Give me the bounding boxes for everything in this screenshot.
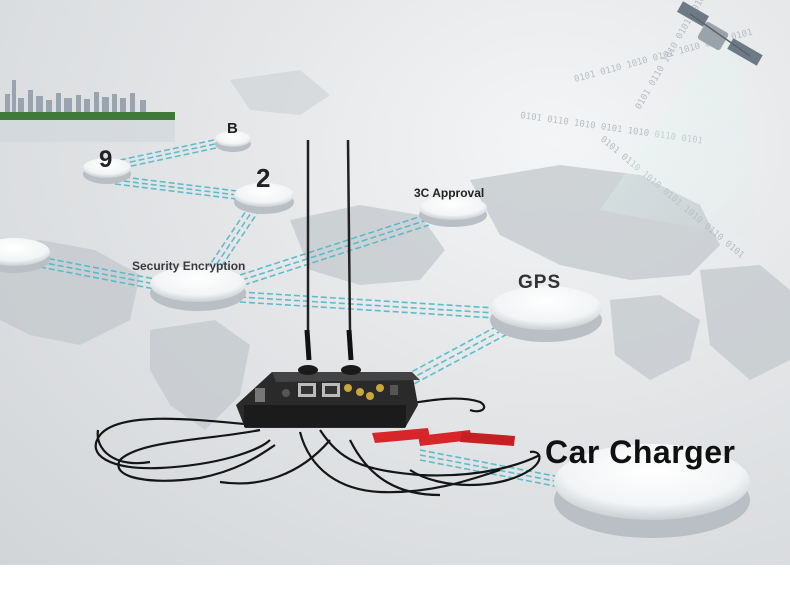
link-left-security [39,256,161,291]
node-two [234,183,294,214]
whip-antennas [298,139,361,375]
link-9-2 [114,175,246,201]
product-scene: 0101 0110 1010 0101 1010 0110 0101 0101 … [0,0,790,565]
link-security-gps [239,291,496,319]
router-device [236,372,420,428]
city-skyline [0,80,175,142]
gps-label: GPS [518,272,562,293]
node-left [0,238,50,273]
node-car-charger [554,444,750,538]
security-encryption-label: Security Encryption [132,259,246,273]
satellite [600,1,763,240]
cables [94,397,541,497]
link-2-security [204,204,261,277]
node-security [150,266,246,311]
bottom-margin [0,565,790,607]
car-charger-label: Car Charger [545,434,736,470]
link-gps-router [399,321,516,387]
network-links [39,136,566,489]
node-label-b: B [227,120,238,137]
world-map [0,70,790,430]
approval-label: 3C Approval [414,186,485,200]
link-security-approval [239,214,430,286]
node-gps [490,286,602,342]
scene-artwork: 0101 0110 1010 0101 1010 0110 0101 0101 … [0,0,790,538]
network-nodes [0,131,750,538]
link-router-charger [419,449,566,489]
node-b [215,131,251,152]
node-nine [83,158,131,184]
node-approval [419,196,487,227]
node-label-nine: 9 [99,146,113,173]
node-label-two: 2 [256,163,271,193]
patch-antennas [372,428,515,446]
link-9-b [119,136,231,169]
